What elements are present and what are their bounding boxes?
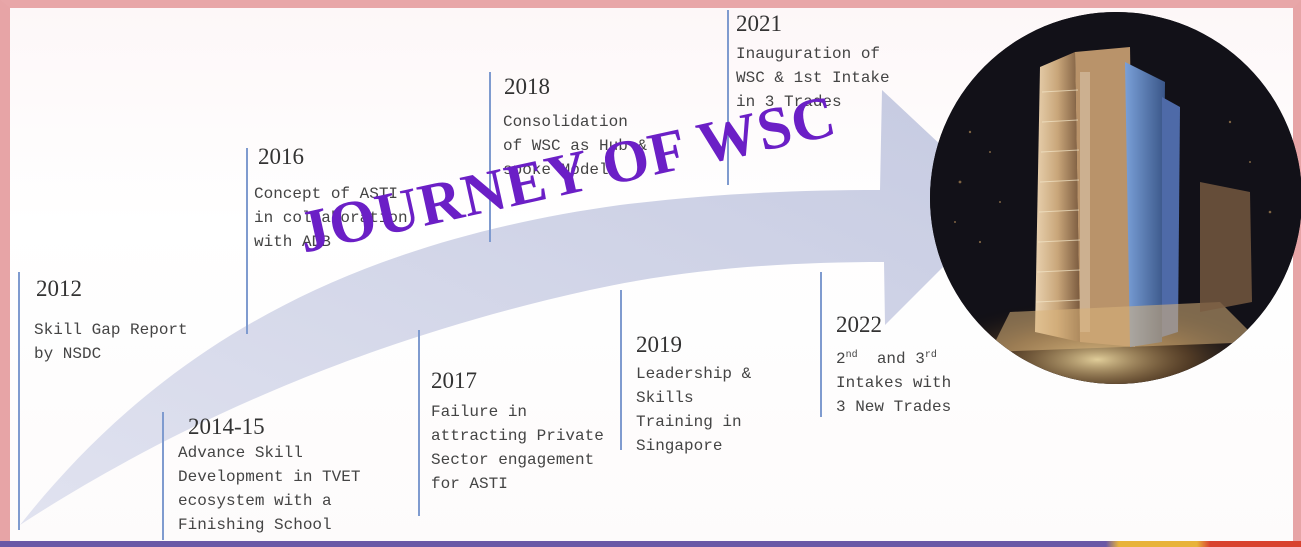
timeline-line-2012 [18, 272, 20, 530]
timeline-line-2017 [418, 330, 420, 516]
building-photo [930, 12, 1301, 384]
timeline-line-2014 [162, 412, 164, 540]
milestone-desc: Consolidation of WSC as Hub & spoke Mode… [503, 113, 648, 179]
milestone-year: 2021 [736, 11, 782, 36]
milestone-year: 2014-15 [188, 414, 265, 439]
milestone-desc: Skill Gap Report by NSDC [34, 321, 188, 363]
milestone-year: 2019 [636, 332, 682, 357]
milestone-desc: Inauguration of WSC & 1st Intake in 3 Tr… [736, 45, 890, 111]
milestone-desc: Failure in attracting Private Sector eng… [431, 403, 604, 493]
milestone-desc: Concept of ASTI in collaboration with AD… [254, 185, 408, 251]
timeline-line-2019 [620, 290, 622, 450]
milestone-year: 2017 [431, 368, 477, 393]
milestone-desc: 2nd and 3rd Intakes with 3 New Trades [836, 350, 952, 416]
timeline-line-2016 [246, 148, 248, 334]
timeline-line-2018 [489, 72, 491, 242]
milestone-year: 2016 [258, 144, 304, 169]
timeline-line-2022 [820, 272, 822, 417]
timeline-line-2021 [727, 10, 729, 185]
milestone-desc: Leadership & Skills Training in Singapor… [636, 365, 752, 455]
milestone-year: 2022 [836, 312, 882, 337]
milestone-desc: Advance Skill Development in TVET ecosys… [178, 444, 361, 534]
bottom-strip [0, 541, 1301, 547]
milestone-year: 2012 [36, 276, 82, 301]
milestone-year: 2018 [504, 74, 550, 99]
